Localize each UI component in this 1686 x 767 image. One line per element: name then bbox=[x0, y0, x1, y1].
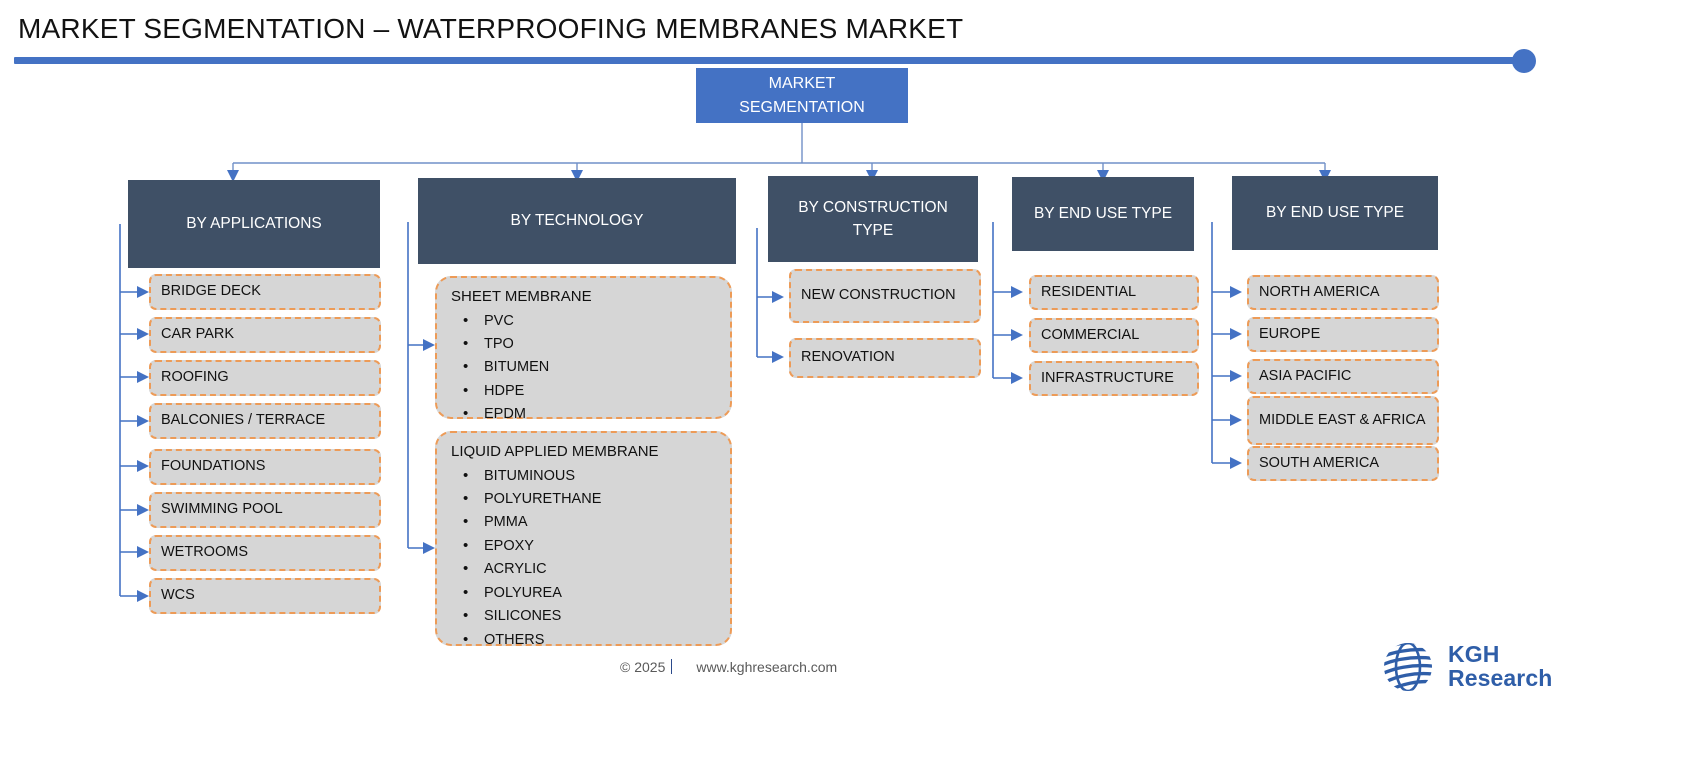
footer: © 2025 www.kghresearch.com bbox=[620, 657, 837, 675]
text-cursor bbox=[671, 659, 673, 674]
leaf-residential[interactable]: RESIDENTIAL bbox=[1029, 275, 1199, 310]
globe-icon bbox=[1384, 643, 1432, 691]
list-item[interactable]: PMMA bbox=[451, 510, 720, 535]
column-header-technology[interactable]: BY TECHNOLOGY bbox=[418, 178, 736, 264]
leaf-wcs[interactable]: WCS bbox=[149, 578, 381, 614]
list-item[interactable]: POLYURETHANE bbox=[451, 487, 720, 512]
page-title: MARKET SEGMENTATION – WATERPROOFING MEMB… bbox=[18, 13, 964, 44]
leaf-commercial[interactable]: COMMERCIAL bbox=[1029, 318, 1199, 353]
leaf-europe[interactable]: EUROPE bbox=[1247, 317, 1439, 352]
list-item[interactable]: PVC bbox=[451, 308, 720, 333]
kgh-research-logo[interactable]: KGH Research bbox=[1377, 638, 1552, 696]
list-item[interactable]: HDPE bbox=[451, 379, 720, 404]
list-item[interactable]: OTHERS bbox=[451, 628, 720, 653]
leaf-bridge-deck[interactable]: BRIDGE DECK bbox=[149, 274, 381, 310]
list-item[interactable]: EPDM bbox=[451, 402, 720, 427]
logo-line-2: Research bbox=[1448, 665, 1553, 691]
title-divider-rule bbox=[14, 57, 1522, 64]
group-list-sheet-membrane: PVC TPO BITUMEN HDPE EPDM bbox=[451, 308, 720, 427]
list-item[interactable]: TPO bbox=[451, 332, 720, 357]
logo-line-1: KGH bbox=[1448, 641, 1500, 668]
leaf-balconies-terrace[interactable]: BALCONIES / TERRACE bbox=[149, 403, 381, 439]
leaf-infrastructure[interactable]: INFRASTRUCTURE bbox=[1029, 361, 1199, 396]
list-item[interactable]: POLYUREA bbox=[451, 581, 720, 606]
column-header-end-use-type[interactable]: BY END USE TYPE bbox=[1012, 177, 1194, 251]
column-header-regions[interactable]: BY END USE TYPE bbox=[1232, 176, 1438, 250]
list-item[interactable]: BITUMINOUS bbox=[451, 463, 720, 488]
list-item[interactable]: EPOXY bbox=[451, 534, 720, 559]
leaf-south-america[interactable]: SOUTH AMERICA bbox=[1247, 446, 1439, 481]
list-item[interactable]: SILICONES bbox=[451, 604, 720, 629]
list-item[interactable]: ACRYLIC bbox=[451, 557, 720, 582]
copyright-text: © 2025 bbox=[620, 659, 666, 675]
list-item[interactable]: BITUMEN bbox=[451, 355, 720, 380]
leaf-middle-east-africa[interactable]: MIDDLE EAST & AFRICA bbox=[1247, 396, 1439, 445]
group-liquid-applied-membrane[interactable]: LIQUID APPLIED MEMBRANE BITUMINOUS POLYU… bbox=[435, 431, 732, 653]
leaf-foundations[interactable]: FOUNDATIONS bbox=[149, 449, 381, 485]
group-list-liquid-applied-membrane: BITUMINOUS POLYURETHANE PMMA EPOXY ACRYL… bbox=[451, 463, 720, 653]
group-title-liquid-applied-membrane: LIQUID APPLIED MEMBRANE bbox=[451, 443, 659, 460]
logo-wordmark: KGH Research bbox=[1448, 641, 1553, 691]
leaf-wetrooms[interactable]: WETROOMS bbox=[149, 535, 381, 571]
leaf-swimming-pool[interactable]: SWIMMING POOL bbox=[149, 492, 381, 528]
root-node-market-segmentation[interactable]: MARKET SEGMENTATION bbox=[696, 68, 908, 123]
group-sheet-membrane[interactable]: SHEET MEMBRANE PVC TPO BITUMEN HDPE EPDM bbox=[435, 276, 732, 427]
leaf-new-construction[interactable]: NEW CONSTRUCTION bbox=[789, 269, 981, 323]
leaf-north-america[interactable]: NORTH AMERICA bbox=[1247, 275, 1439, 310]
column-header-applications[interactable]: BY APPLICATIONS bbox=[128, 180, 380, 268]
leaf-asia-pacific[interactable]: ASIA PACIFIC bbox=[1247, 359, 1439, 394]
leaf-car-park[interactable]: CAR PARK bbox=[149, 317, 381, 353]
title-divider-dot bbox=[1512, 49, 1536, 73]
leaf-renovation[interactable]: RENOVATION bbox=[789, 338, 981, 378]
group-title-sheet-membrane: SHEET MEMBRANE bbox=[451, 288, 592, 305]
website-url[interactable]: www.kghresearch.com bbox=[696, 659, 838, 675]
column-header-construction-type[interactable]: BY CONSTRUCTION TYPE bbox=[768, 176, 978, 262]
leaf-roofing[interactable]: ROOFING bbox=[149, 360, 381, 396]
